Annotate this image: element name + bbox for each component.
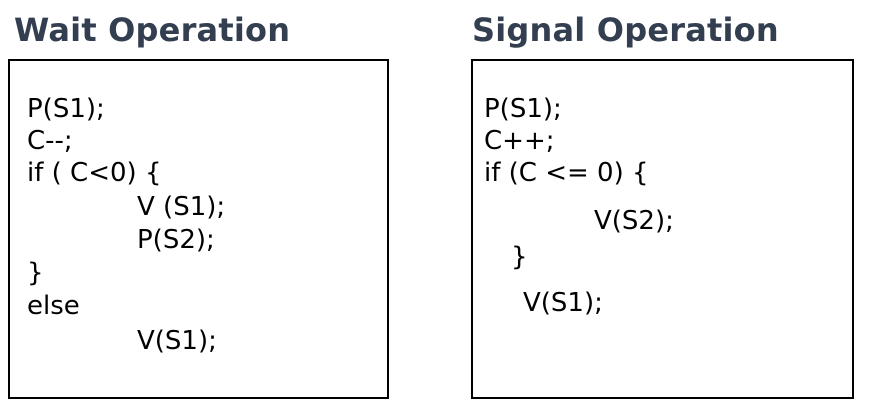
wait-code-line-6: } (27, 258, 44, 288)
signal-code-line-2: C++; (484, 126, 555, 156)
wait-code-line-1: P(S1); (27, 94, 105, 124)
signal-operation-code-box: P(S1); C++; if (C <= 0) { V(S2); } V(S1)… (471, 59, 854, 399)
signal-code-line-6: V(S1); (523, 288, 603, 318)
wait-code-line-5: P(S2); (137, 225, 215, 255)
wait-code-line-3: if ( C<0) { (27, 158, 162, 188)
signal-code-line-3: if (C <= 0) { (484, 158, 649, 188)
signal-code-line-1: P(S1); (484, 94, 562, 124)
wait-code-line-4: V (S1); (137, 192, 226, 222)
wait-code-line-7: else (27, 291, 80, 321)
wait-code-line-8: V(S1); (137, 326, 217, 356)
signal-code-line-5: } (511, 242, 528, 272)
wait-operation-title: Wait Operation (14, 11, 291, 49)
wait-code-line-2: C--; (27, 126, 73, 156)
signal-code-line-4: V(S2); (594, 206, 674, 236)
wait-operation-code-box: P(S1); C--; if ( C<0) { V (S1); P(S2); }… (8, 59, 389, 399)
signal-operation-title: Signal Operation (472, 11, 779, 49)
